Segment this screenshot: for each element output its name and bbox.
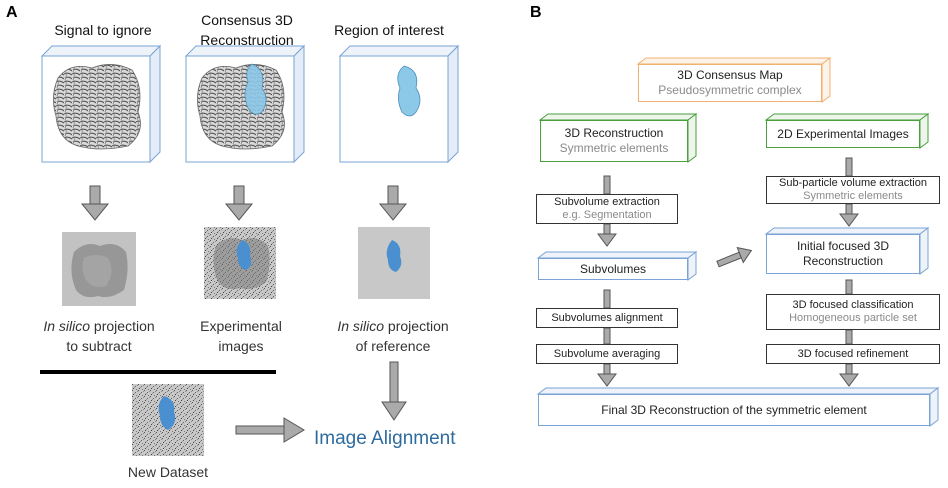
box-title: 2D Experimental Images bbox=[777, 126, 909, 141]
panel-a-letter: A bbox=[6, 4, 18, 21]
column-title-consensus: Consensus 3D Reconstruction bbox=[172, 10, 322, 50]
caption-projection-to-subtract: In silico projection to subtract bbox=[24, 316, 174, 356]
caption-text: projection bbox=[90, 318, 155, 334]
projection-to-subtract-image bbox=[62, 232, 136, 306]
box-title: 3D focused classification bbox=[792, 299, 914, 311]
box-subtitle: Pseudosymmetric complex bbox=[658, 83, 802, 97]
box-title: Subvolume extraction bbox=[554, 196, 660, 208]
caption-experimental-images: Experimental images bbox=[166, 316, 316, 356]
arrow-right-icon bbox=[235, 417, 305, 443]
box-title: 3D Consensus Map bbox=[677, 68, 783, 82]
image-alignment-label: Image Alignment bbox=[314, 428, 456, 449]
column-title-region-of-interest: Region of interest bbox=[314, 20, 464, 40]
cube-consensus bbox=[184, 44, 306, 164]
box-title: Subvolume averaging bbox=[553, 347, 661, 360]
experimental-images-box: 2D Experimental Images bbox=[766, 120, 920, 148]
experimental-images-image bbox=[204, 227, 276, 299]
box-subtitle: Symmetric elements bbox=[803, 190, 903, 202]
projection-of-reference-image bbox=[358, 227, 430, 299]
box-title: 3D focused refinement bbox=[797, 347, 909, 360]
subvolumes-box: Subvolumes bbox=[538, 258, 688, 280]
subparticle-extraction-box: Sub-particle volume extraction Symmetric… bbox=[766, 176, 940, 204]
arrow-down-icon bbox=[224, 185, 254, 221]
final-reconstruction-box: Final 3D Reconstruction of the symmetric… bbox=[538, 394, 930, 426]
reconstruction-box: 3D Reconstruction Symmetric elements bbox=[540, 120, 688, 162]
column-title-line: Reconstruction bbox=[200, 32, 294, 48]
cube-signal-to-ignore bbox=[40, 44, 162, 164]
caption-line2: to subtract bbox=[66, 338, 132, 354]
caption-line2: images bbox=[218, 338, 264, 354]
box-title-line2: Reconstruction bbox=[802, 254, 884, 268]
caption-line2: of reference bbox=[355, 338, 431, 354]
box-title: Subvolumes alignment bbox=[551, 311, 663, 324]
new-dataset-label: New Dataset bbox=[127, 464, 209, 480]
box-subtitle: e.g. Segmentation bbox=[562, 209, 652, 221]
consensus-map-box: 3D Consensus Map Pseudosymmetric complex bbox=[638, 64, 822, 102]
arrow-down-icon bbox=[80, 185, 110, 221]
column-title-line: Signal to ignore bbox=[54, 22, 152, 38]
separator-line bbox=[40, 370, 276, 374]
subvolume-extraction-box: Subvolume extraction e.g. Segmentation bbox=[536, 194, 678, 224]
column-title-line: Region of interest bbox=[334, 22, 444, 38]
column-title-signal-to-ignore: Signal to ignore bbox=[28, 20, 178, 40]
subvolume-averaging-box: Subvolume averaging bbox=[536, 344, 678, 364]
initial-focused-box: Initial focused 3D Reconstruction bbox=[766, 234, 920, 274]
caption-italic: In silico bbox=[337, 318, 385, 334]
box-subtitle: Symmetric elements bbox=[559, 141, 669, 155]
panel-b-letter: B bbox=[530, 4, 542, 21]
box-title: Final 3D Reconstruction of the symmetric… bbox=[601, 402, 867, 417]
new-dataset-image bbox=[132, 384, 204, 456]
focused-classification-box: 3D focused classification Homogeneous pa… bbox=[766, 294, 940, 330]
focused-refinement-box: 3D focused refinement bbox=[766, 344, 940, 364]
box-title: Initial focused 3D bbox=[796, 239, 890, 253]
caption-projection-of-reference: In silico projection of reference bbox=[318, 316, 468, 356]
cube-region-of-interest bbox=[338, 44, 460, 164]
column-title-line: Consensus 3D bbox=[201, 12, 293, 28]
box-title: Subvolumes bbox=[579, 261, 647, 276]
subvolumes-alignment-box: Subvolumes alignment bbox=[536, 308, 678, 328]
caption-italic: In silico bbox=[43, 318, 91, 334]
box-title: 3D Reconstruction bbox=[564, 126, 664, 140]
arrow-down-icon bbox=[381, 361, 407, 421]
box-title: Sub-particle volume extraction bbox=[779, 177, 927, 189]
arrow-down-icon bbox=[378, 185, 408, 221]
caption-text: projection bbox=[384, 318, 449, 334]
caption-text: Experimental bbox=[200, 318, 282, 334]
box-subtitle: Homogeneous particle set bbox=[789, 312, 917, 324]
